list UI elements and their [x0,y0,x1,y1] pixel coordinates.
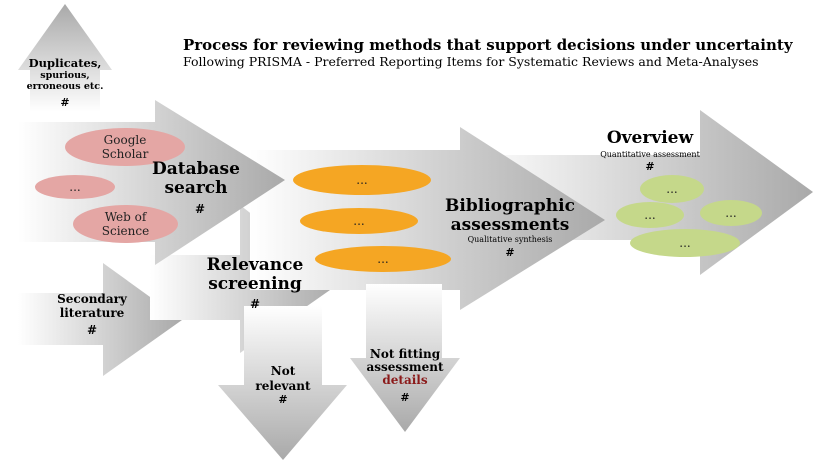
not-relevant-count: # [278,393,288,406]
biblio-item-label: ... [353,214,365,228]
duplicates-sub2: erroneous etc. [26,81,104,92]
source-label: Google Scholar [101,133,149,161]
biblio-item-ellipse: ... [315,246,451,272]
relevance-line2: screening [208,274,302,294]
source-ellipse: Web of Science [73,205,178,243]
database-search-line2: search [164,178,228,198]
not-relevant-label: Not relevant [244,364,322,394]
overview-sub: Quantitative assessment [600,150,700,159]
not-relevant-line2: relevant [255,379,311,393]
source-label: Web of Science [101,210,150,238]
overview-item-ellipse: ... [616,202,684,228]
diagram-title: Process for reviewing methods that suppo… [183,36,793,54]
secondary-arrow [18,263,182,376]
biblio-count: # [505,246,515,259]
duplicates-arrow [18,4,112,112]
overview-label: Overview [606,128,694,148]
relevance-label: Relevance screening [196,256,314,294]
not-fitting-line1: Not fitting [369,347,441,361]
source-ellipse: Google Scholar [65,128,185,166]
secondary-label: Secondary literature [40,292,144,320]
biblio-sub: Qualitative synthesis [467,235,553,244]
relevance-count: # [249,297,261,311]
biblio-item-ellipse: ... [300,208,418,234]
duplicates-count: # [60,96,70,109]
biblio-item-label: ... [377,252,389,266]
not-fitting-arrow [350,284,460,432]
duplicates-sub1: spurious, [40,70,90,81]
overview-count: # [645,160,655,173]
not-relevant-line1: Not [270,364,296,378]
biblio-label: Bibliographic assessments [445,197,575,235]
duplicates-label: Duplicates, [28,56,102,70]
secondary-line2: literature [59,306,125,320]
database-search-count: # [194,202,206,216]
overview-item-label: ... [679,236,691,250]
not-fitting-line2: assessment [366,360,444,374]
overview-item-ellipse: ... [640,175,704,203]
overview-item-label: ... [644,208,656,222]
source-label: ... [69,180,81,194]
database-search-label: Database search [148,160,244,198]
not-relevant-arrow [218,306,347,460]
biblio-item-label: ... [356,173,368,187]
not-fitting-count: # [400,391,410,404]
database-search-line1: Database [152,159,240,179]
diagram-subtitle: Following PRISMA - Preferred Reporting I… [183,54,759,69]
overview-item-ellipse: ... [700,200,762,226]
not-fitting-label: Not fitting assessment details [362,348,448,387]
biblio-item-ellipse: ... [293,165,431,195]
overview-item-label: ... [725,206,737,220]
overview-item-label: ... [666,182,678,196]
overview-item-ellipse: ... [630,229,740,257]
biblio-line2: assessments [450,215,570,235]
details-link[interactable]: details [382,373,428,387]
relevance-line1: Relevance [206,255,304,275]
source-ellipse: ... [35,175,115,199]
biblio-line1: Bibliographic [445,196,575,216]
secondary-count: # [86,323,98,337]
secondary-line1: Secondary [57,292,127,306]
